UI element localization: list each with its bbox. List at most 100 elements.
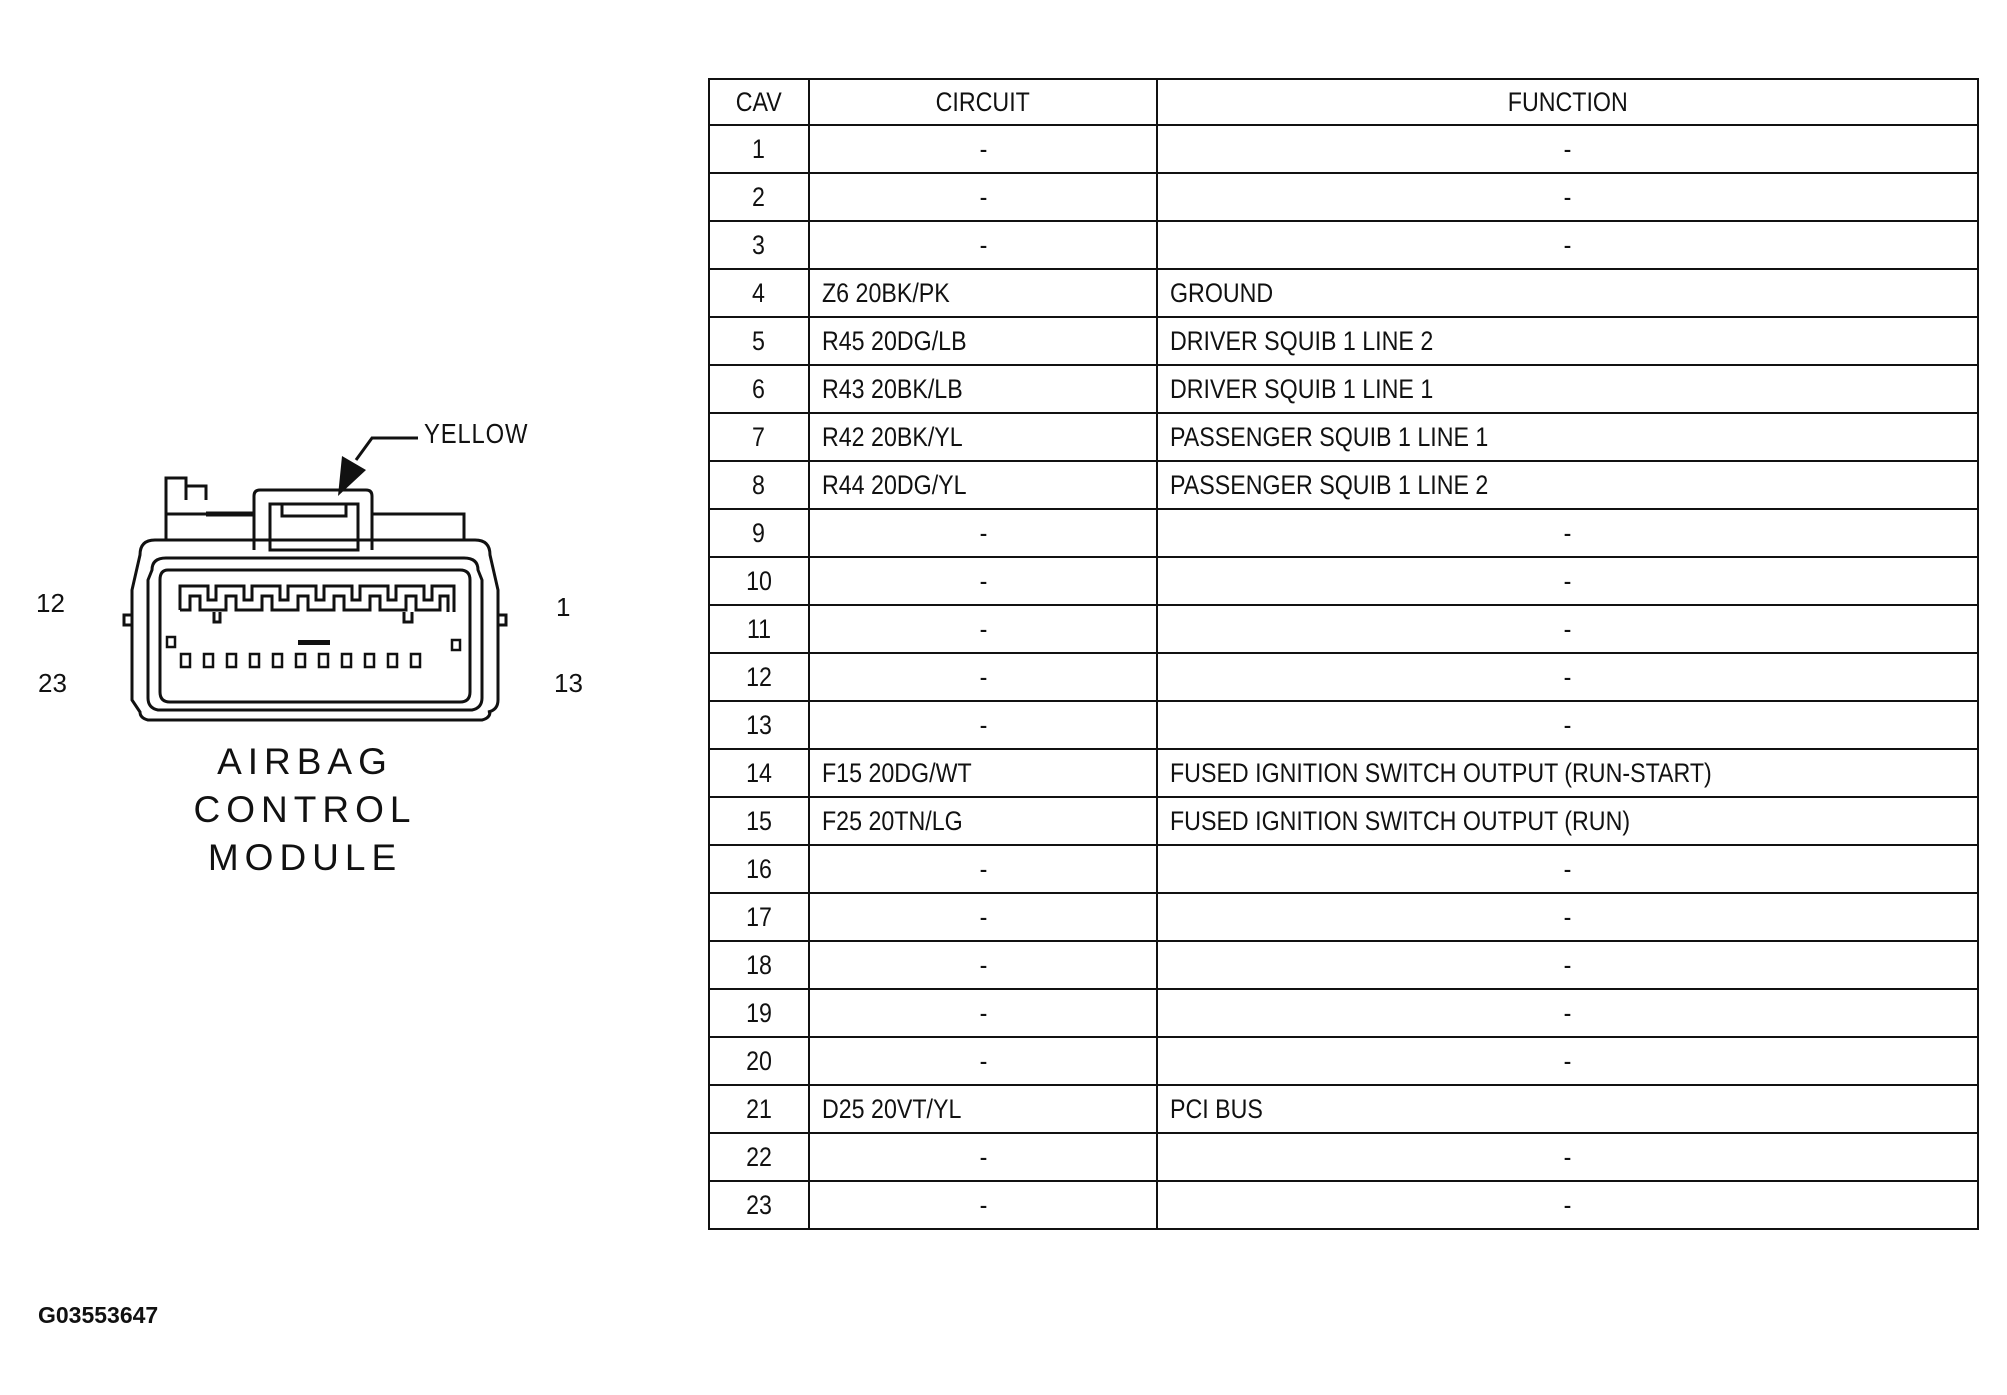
function-cell: - — [1156, 556, 1979, 606]
pin-label-23: 23 — [38, 668, 67, 698]
cav-cell: 3 — [708, 220, 810, 270]
circuit-cell: - — [808, 556, 1158, 606]
function-cell: - — [1156, 508, 1979, 558]
circuit-cell: - — [808, 508, 1158, 558]
cav-cell: 20 — [708, 1036, 810, 1086]
circuit-cell: - — [808, 1132, 1158, 1182]
circuit-cell: F15 20DG/WT — [808, 748, 1158, 798]
pin-label-12: 12 — [36, 588, 65, 618]
cav-cell: 8 — [708, 460, 810, 510]
cav-cell: 14 — [708, 748, 810, 798]
cav-cell: 23 — [708, 1180, 810, 1230]
function-cell: - — [1156, 844, 1979, 894]
function-cell: FUSED IGNITION SWITCH OUTPUT (RUN) — [1156, 796, 1979, 846]
cav-cell: 10 — [708, 556, 810, 606]
function-cell: - — [1156, 892, 1979, 942]
cav-cell: 17 — [708, 892, 810, 942]
cav-cell: 12 — [708, 652, 810, 702]
caption-line-2: CONTROL — [193, 789, 417, 830]
circuit-cell: - — [808, 1036, 1158, 1086]
table-row: 17-- — [708, 892, 1979, 942]
pin-label-1: 1 — [556, 592, 571, 622]
table-row: 10-- — [708, 556, 1979, 606]
caption-line-3: MODULE — [207, 837, 403, 878]
circuit-cell: R45 20DG/LB — [808, 316, 1158, 366]
circuit-cell: - — [808, 604, 1158, 654]
function-cell: DRIVER SQUIB 1 LINE 1 — [1156, 364, 1979, 414]
function-cell: GROUND — [1156, 268, 1979, 318]
function-cell: PASSENGER SQUIB 1 LINE 1 — [1156, 412, 1979, 462]
table-row: 3-- — [708, 220, 1979, 270]
table-row: 12-- — [708, 652, 1979, 702]
cav-cell: 16 — [708, 844, 810, 894]
cav-cell: 4 — [708, 268, 810, 318]
figure-id: G03553647 — [38, 1302, 159, 1328]
pin-label-13: 13 — [554, 668, 583, 698]
circuit-cell: R43 20BK/LB — [808, 364, 1158, 414]
cav-cell: 7 — [708, 412, 810, 462]
airbag-connector-diagram: YELLOW 12 1 23 13 — [20, 400, 600, 740]
circuit-cell: - — [808, 220, 1158, 270]
function-cell: PCI BUS — [1156, 1084, 1979, 1134]
circuit-cell: F25 20TN/LG — [808, 796, 1158, 846]
function-cell: - — [1156, 220, 1979, 270]
header-circuit: CIRCUIT — [808, 78, 1158, 126]
table-row: 11-- — [708, 604, 1979, 654]
function-cell: - — [1156, 604, 1979, 654]
function-cell: - — [1156, 1180, 1979, 1230]
function-cell: DRIVER SQUIB 1 LINE 2 — [1156, 316, 1979, 366]
circuit-cell: - — [808, 892, 1158, 942]
yellow-callout-arrow — [338, 436, 418, 496]
circuit-cell: - — [808, 172, 1158, 222]
circuit-cell: - — [808, 844, 1158, 894]
circuit-cell: Z6 20BK/PK — [808, 268, 1158, 318]
cav-cell: 19 — [708, 988, 810, 1038]
table-row: 19-- — [708, 988, 1979, 1038]
circuit-cell: - — [808, 700, 1158, 750]
table-row: 18-- — [708, 940, 1979, 990]
function-cell: - — [1156, 988, 1979, 1038]
cav-cell: 5 — [708, 316, 810, 366]
circuit-cell: R42 20BK/YL — [808, 412, 1158, 462]
circuit-cell: - — [808, 940, 1158, 990]
function-cell: - — [1156, 700, 1979, 750]
circuit-cell: R44 20DG/YL — [808, 460, 1158, 510]
caption-line-1: AIRBAG — [217, 741, 393, 782]
table-row: 23-- — [708, 1180, 1979, 1230]
header-function: FUNCTION — [1156, 78, 1979, 126]
function-cell: - — [1156, 940, 1979, 990]
function-cell: - — [1156, 124, 1979, 174]
table-row: 13-- — [708, 700, 1979, 750]
cav-cell: 9 — [708, 508, 810, 558]
circuit-cell: - — [808, 652, 1158, 702]
cav-cell: 11 — [708, 604, 810, 654]
table-row: 22-- — [708, 1132, 1979, 1182]
header-cav: CAV — [708, 78, 810, 126]
table-row: 1-- — [708, 124, 1979, 174]
function-cell: - — [1156, 1036, 1979, 1086]
cav-cell: 6 — [708, 364, 810, 414]
function-cell: - — [1156, 172, 1979, 222]
cav-cell: 13 — [708, 700, 810, 750]
table-header-row: CAV CIRCUIT FUNCTION — [708, 78, 1979, 126]
connector-face-drawing — [122, 436, 508, 722]
circuit-cell: D25 20VT/YL — [808, 1084, 1158, 1134]
function-cell: - — [1156, 652, 1979, 702]
table-row: 20-- — [708, 1036, 1979, 1086]
yellow-callout-label: YELLOW — [424, 418, 529, 449]
cav-cell: 21 — [708, 1084, 810, 1134]
cav-cell: 1 — [708, 124, 810, 174]
cav-cell: 2 — [708, 172, 810, 222]
function-cell: FUSED IGNITION SWITCH OUTPUT (RUN-START) — [1156, 748, 1979, 798]
table-row: 9-- — [708, 508, 1979, 558]
